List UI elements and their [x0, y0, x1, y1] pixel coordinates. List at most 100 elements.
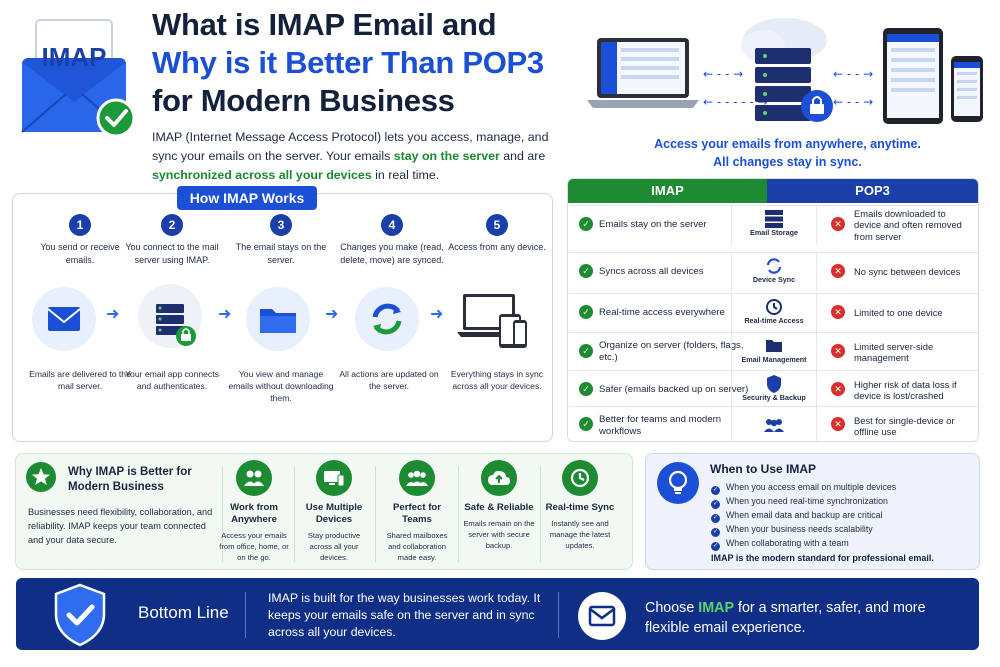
divider — [458, 466, 459, 562]
table-row: ✓ Syncs across all devices Device Sync ✕… — [569, 252, 978, 291]
cross-icon: ✕ — [831, 344, 845, 358]
cross-icon: ✕ — [831, 305, 845, 319]
bottom-line-banner — [16, 578, 979, 650]
feature-label: Email Management — [741, 355, 807, 364]
step-caption: You view and manage emails without downl… — [228, 369, 334, 403]
when-to-use-panel — [645, 453, 980, 570]
cloud-server-icon — [138, 284, 202, 348]
feature-title: Safe & Reliable — [464, 502, 534, 513]
check-icon: ✓ — [579, 264, 593, 278]
check-icon: ✓ — [711, 486, 720, 495]
step-4: 4 Changes you make (read, delete, move) … — [337, 214, 447, 266]
feature-cell: Email Management — [731, 333, 817, 371]
devices-illustration: ← - - → ← - - - - - → ← - - → ← - - → — [585, 10, 990, 132]
divider — [294, 466, 295, 562]
people-icon — [236, 460, 272, 496]
devices-icon — [316, 460, 352, 496]
server-icon — [732, 209, 816, 229]
table-row: ✓ Real-time access everywhere Real-time … — [569, 293, 978, 332]
cloud-upload-icon — [481, 460, 517, 496]
svg-text:← - - - - - →: ← - - - - - → — [703, 95, 768, 109]
divider — [375, 466, 376, 562]
list-item: ✓When email data and backup are critical — [711, 510, 883, 523]
bottom-line-text: IMAP is built for the way businesses wor… — [268, 591, 541, 639]
step-text: You send or receive emails. — [40, 242, 120, 265]
check-icon: ✓ — [579, 305, 593, 319]
shield-check-icon — [50, 582, 110, 648]
feature-title: Perfect for Teams — [393, 502, 441, 525]
imap-envelope-illustration: IMAP — [18, 18, 144, 138]
imap-cell: Better for teams and modern workflows — [599, 414, 722, 437]
divider — [245, 592, 246, 638]
feature-label: Real-time Access — [744, 316, 804, 325]
feature-cell: Security & Backup — [731, 371, 817, 409]
star-icon — [26, 462, 56, 492]
feature-multiple-devices: Use Multiple Devices Stay productive acr… — [298, 460, 370, 563]
svg-text:← - - →: ← - - → — [703, 67, 743, 81]
table-row: ✓ Safer (emails backed up on server) Sec… — [569, 370, 978, 409]
list-item: ✓When collaborating with a team — [711, 538, 849, 551]
mail-icon — [578, 592, 626, 640]
check-icon: ✓ — [579, 382, 593, 396]
step-caption: Emails are delivered to the mail server. — [29, 369, 131, 391]
step-2: 2 You connect to the mail server using I… — [117, 214, 227, 266]
step-caption: Everything stays in sync across all your… — [450, 369, 544, 391]
feature-cell — [731, 407, 817, 441]
step-text: The email stays on the server. — [235, 242, 327, 265]
team-icon — [732, 415, 816, 435]
svg-text:← - - →: ← - - → — [833, 95, 873, 109]
comparison-table — [567, 178, 979, 442]
shield-icon — [732, 374, 816, 394]
step-text: Changes you make (read, delete, move) ar… — [340, 242, 444, 265]
feature-cell: Email Storage — [731, 206, 817, 244]
check-icon: ✓ — [579, 344, 593, 358]
lightbulb-icon — [657, 462, 699, 504]
anywhere-line-2: All changes stay in sync. — [713, 155, 862, 169]
cross-icon: ✕ — [831, 417, 845, 431]
imap-cell: Emails stay on the server — [599, 219, 707, 230]
check-icon: ✓ — [711, 542, 720, 551]
feature-desc: Stay productive across all your devices. — [307, 531, 361, 562]
step-caption: All actions are updated on the server. — [339, 369, 439, 391]
pop3-column-header: POP3 — [767, 179, 978, 203]
check-icon: ✓ — [579, 417, 593, 431]
why-body: Businesses need flexibility, collaborati… — [28, 507, 213, 545]
clock-icon — [732, 297, 816, 317]
pop3-cell: Limited to one device — [854, 307, 943, 319]
folder-icon — [732, 336, 816, 356]
feature-desc: Emails remain on the server with secure … — [463, 519, 535, 550]
imap-column-header: IMAP — [568, 179, 767, 203]
step-3: 3 The email stays on the server. — [226, 214, 336, 266]
divider — [540, 466, 541, 562]
arrow-icon: ➜ — [430, 306, 444, 323]
cross-icon: ✕ — [831, 217, 845, 231]
how-imap-works-title: How IMAP Works — [177, 186, 317, 210]
when-title: When to Use IMAP — [710, 462, 817, 476]
list-item: ✓When your business needs scalability — [711, 524, 873, 537]
feature-safe-reliable: Safe & Reliable Emails remain on the ser… — [463, 460, 535, 551]
arrow-icon: ➜ — [325, 306, 339, 323]
pop3-cell: Higher risk of data loss if device is lo… — [854, 378, 957, 402]
envelope-icon — [32, 287, 96, 351]
title-line-3: for Modern Business — [152, 83, 455, 118]
imap-cell: Real-time access everywhere — [599, 307, 725, 318]
choose-imap-text: Choose IMAP for a smarter, safer, and mo… — [645, 600, 926, 636]
when-footer: IMAP is the modern standard for professi… — [711, 553, 934, 563]
feature-title: Real-time Sync — [545, 502, 615, 513]
title-line-1: What is IMAP Email and — [152, 7, 497, 42]
step-number: 2 — [161, 214, 183, 236]
feature-desc: Access your emails from office, home, or… — [219, 531, 289, 562]
feature-teams: Perfect for Teams Shared mailboxes and c… — [381, 460, 453, 563]
step-number: 3 — [270, 214, 292, 236]
step-caption: Your email app connects and authenticate… — [125, 369, 219, 391]
check-icon: ✓ — [711, 528, 720, 537]
feature-title: Use Multiple Devices — [305, 502, 363, 525]
envelope-label: IMAP — [42, 42, 107, 72]
cross-icon: ✕ — [831, 264, 845, 278]
step-number: 1 — [69, 214, 91, 236]
sync-icon — [355, 287, 419, 351]
anywhere-tagline: Access your emails from anywhere, anytim… — [590, 135, 985, 171]
clock-icon — [562, 460, 598, 496]
page-title: What is IMAP Email and Why is it Better … — [152, 6, 612, 120]
anywhere-line-1: Access your emails from anywhere, anytim… — [654, 137, 921, 151]
